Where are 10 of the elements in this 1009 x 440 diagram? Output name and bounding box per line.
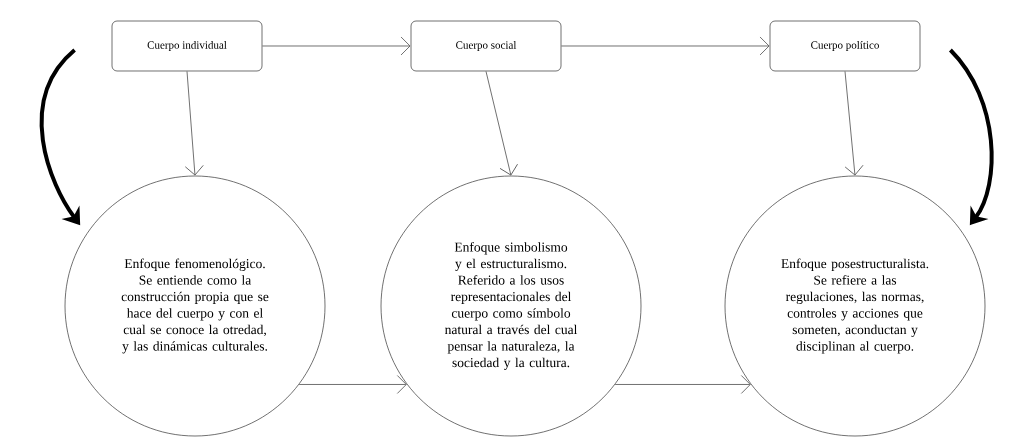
process-box: Cuerpo político: [769, 20, 921, 72]
arrow: [485, 71, 518, 176]
arrow: [262, 36, 411, 56]
arrow: [184, 71, 204, 176]
process-box: Cuerpo individual: [111, 20, 263, 72]
process-box: Cuerpo social: [410, 20, 562, 72]
arrow: [614, 375, 751, 394]
arrow: [844, 71, 864, 176]
arrow: [561, 36, 770, 56]
arrow: [298, 375, 407, 394]
